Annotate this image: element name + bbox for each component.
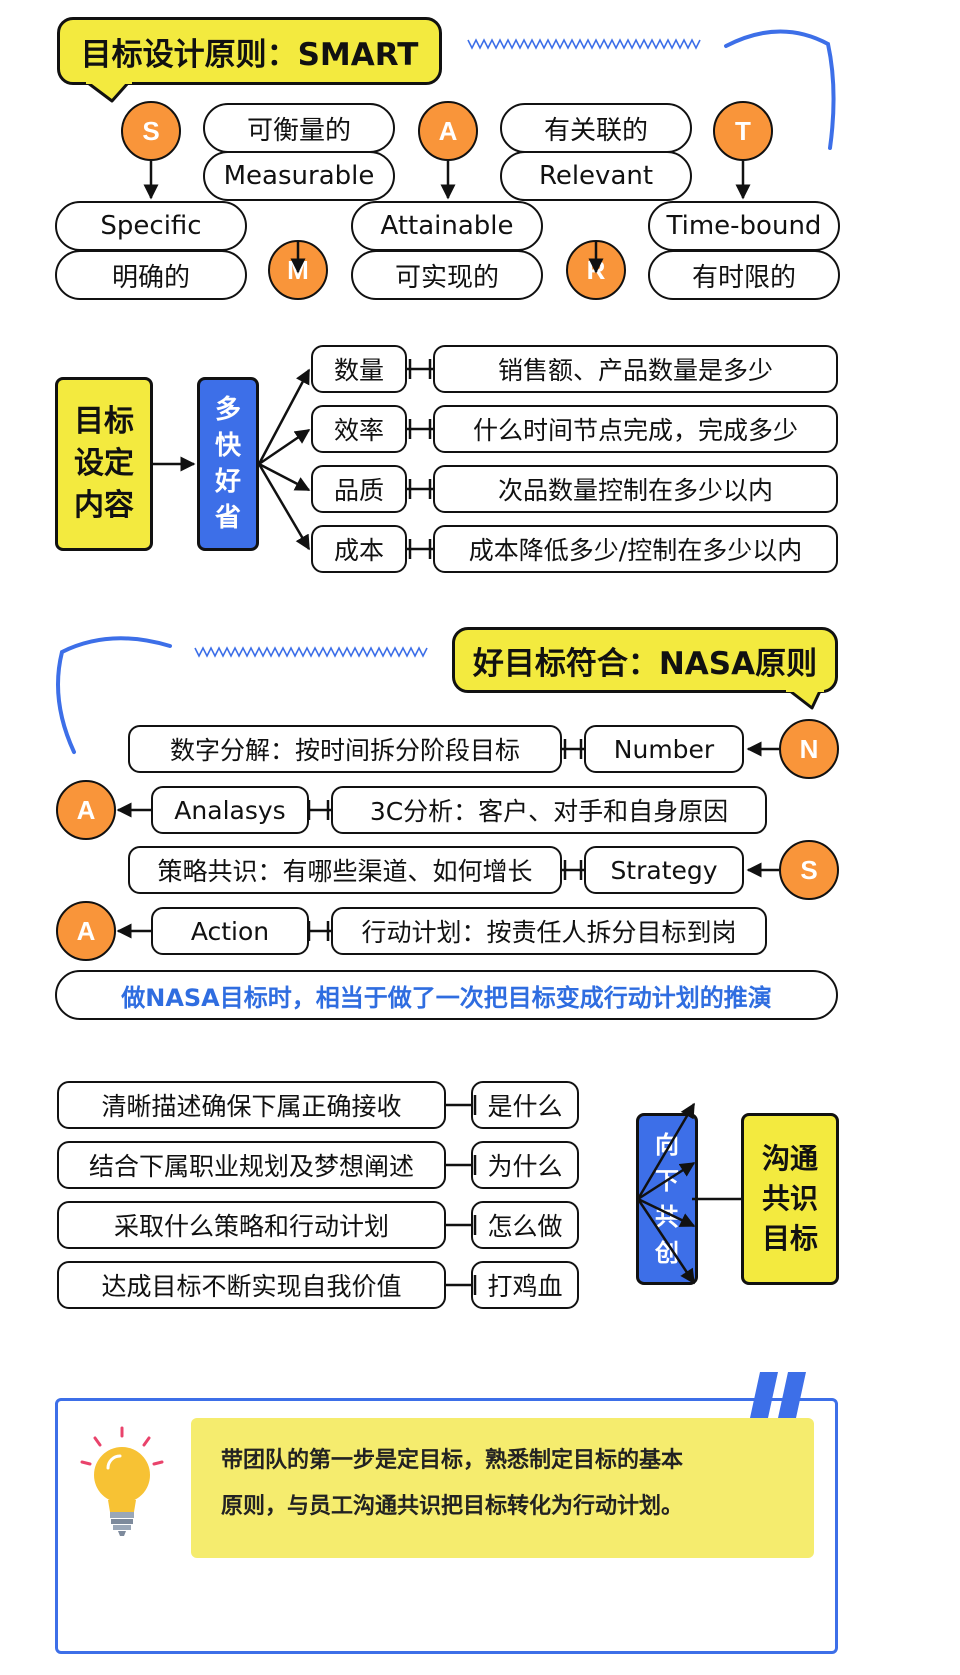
attainable-en-pill: Attainable [351, 201, 543, 251]
smart-letter-t: T [713, 101, 773, 161]
measurable-en-pill: Measurable [203, 151, 395, 201]
nasa-desc: 数字分解：按时间拆分阶段目标 [128, 725, 562, 773]
smart-title: 目标设计原则：SMART [57, 17, 442, 85]
category-label: 多快好省 [215, 395, 242, 533]
comm-tag: 为什么 [471, 1141, 579, 1189]
nasa-letter-n: N [779, 719, 839, 779]
nasa-summary-text: 做NASA目标时，相当于做了一次把目标变成行动计划的推演 [121, 983, 772, 1012]
timebound-cn-text: 有时限的 [691, 262, 796, 293]
specific-cn-text: 明确的 [111, 262, 190, 293]
nasa-desc: 策略共识：有哪些渠道、如何增长 [128, 846, 562, 894]
co-create-label: 向下共创 [655, 1131, 679, 1267]
nasa-term: Action [151, 907, 309, 955]
measurable-cn-pill: 可衡量的 [203, 103, 395, 153]
callout-line-2: 原则，与员工沟通共识把目标转化为行动计划。 [221, 1494, 684, 1519]
nasa-letter-s: S [779, 840, 839, 900]
goal-row-desc: 成本降低多少/控制在多少以内 [433, 525, 838, 573]
nasa-title: 好目标符合：NASA原则 [452, 627, 838, 693]
attainable-en-text: Attainable [380, 211, 514, 241]
smart-letter-s: S [121, 101, 181, 161]
goal-row-name: 成本 [311, 525, 407, 573]
smart-title-tail [87, 81, 130, 103]
smart-letter-r: R [566, 240, 626, 300]
nasa-term: Analasys [151, 786, 309, 834]
timebound-en-pill: Time-bound [648, 201, 840, 251]
consensus-box: 沟通共识目标 [741, 1113, 839, 1285]
nasa-term: Strategy [584, 846, 744, 894]
comm-desc: 结合下属职业规划及梦想阐述 [57, 1141, 446, 1189]
relevant-en-text: Relevant [538, 161, 654, 191]
goal-content-label: 目标设定内容 [74, 404, 134, 523]
nasa-title-tail [789, 689, 822, 710]
goal-row-desc: 次品数量控制在多少以内 [433, 465, 838, 513]
nasa-summary: 做NASA目标时，相当于做了一次把目标变成行动计划的推演 [55, 970, 838, 1020]
measurable-en-text: Measurable [223, 161, 375, 191]
smart-letter-m: M [268, 240, 328, 300]
goal-row-desc: 销售额、产品数量是多少 [433, 345, 838, 393]
timebound-cn-pill: 有时限的 [648, 250, 840, 300]
nasa-desc: 行动计划：按责任人拆分目标到岗 [331, 907, 767, 955]
specific-cn-pill: 明确的 [55, 250, 247, 300]
attainable-cn-pill: 可实现的 [351, 250, 543, 300]
goal-row-name: 数量 [311, 345, 407, 393]
timebound-en-text: Time-bound [666, 211, 822, 241]
consensus-label: 沟通共识目标 [761, 1142, 818, 1255]
callout-line-1: 带团队的第一步是定目标，熟悉制定目标的基本 [221, 1448, 684, 1473]
goal-content-box: 目标设定内容 [55, 377, 153, 551]
category-box: 多快好省 [197, 377, 259, 551]
smart-title-text: 目标设计原则：SMART [80, 36, 419, 73]
measurable-cn-text: 可衡量的 [246, 115, 351, 146]
goal-row-name: 效率 [311, 405, 407, 453]
goal-row-name: 品质 [311, 465, 407, 513]
relevant-en-pill: Relevant [500, 151, 692, 201]
comm-tag: 是什么 [471, 1081, 579, 1129]
nasa-title-text: 好目标符合：NASA原则 [472, 645, 818, 682]
comm-desc: 清晰描述确保下属正确接收 [57, 1081, 446, 1129]
nasa-desc: 3C分析：客户、对手和自身原因 [331, 786, 767, 834]
goal-row-desc: 什么时间节点完成，完成多少 [433, 405, 838, 453]
nasa-term: Number [584, 725, 744, 773]
relevant-cn-text: 有关联的 [543, 115, 648, 146]
attainable-cn-text: 可实现的 [394, 262, 499, 293]
nasa-letter-a2: A [56, 901, 116, 961]
nasa-letter-a: A [56, 780, 116, 840]
smart-letter-a: A [418, 101, 478, 161]
zigzag-decoration-top [467, 38, 701, 50]
zigzag-decoration-mid [194, 646, 428, 658]
comm-desc: 采取什么策略和行动计划 [57, 1201, 446, 1249]
co-create-box: 向下共创 [636, 1113, 698, 1285]
comm-tag: 打鸡血 [471, 1261, 579, 1309]
comm-tag: 怎么做 [471, 1201, 579, 1249]
comm-desc: 达成目标不断实现自我价值 [57, 1261, 446, 1309]
callout-text-box: 带团队的第一步是定目标，熟悉制定目标的基本 原则，与员工沟通共识把目标转化为行动… [191, 1418, 814, 1558]
specific-en-text: Specific [100, 211, 202, 241]
specific-en-pill: Specific [55, 201, 247, 251]
relevant-cn-pill: 有关联的 [500, 103, 692, 153]
